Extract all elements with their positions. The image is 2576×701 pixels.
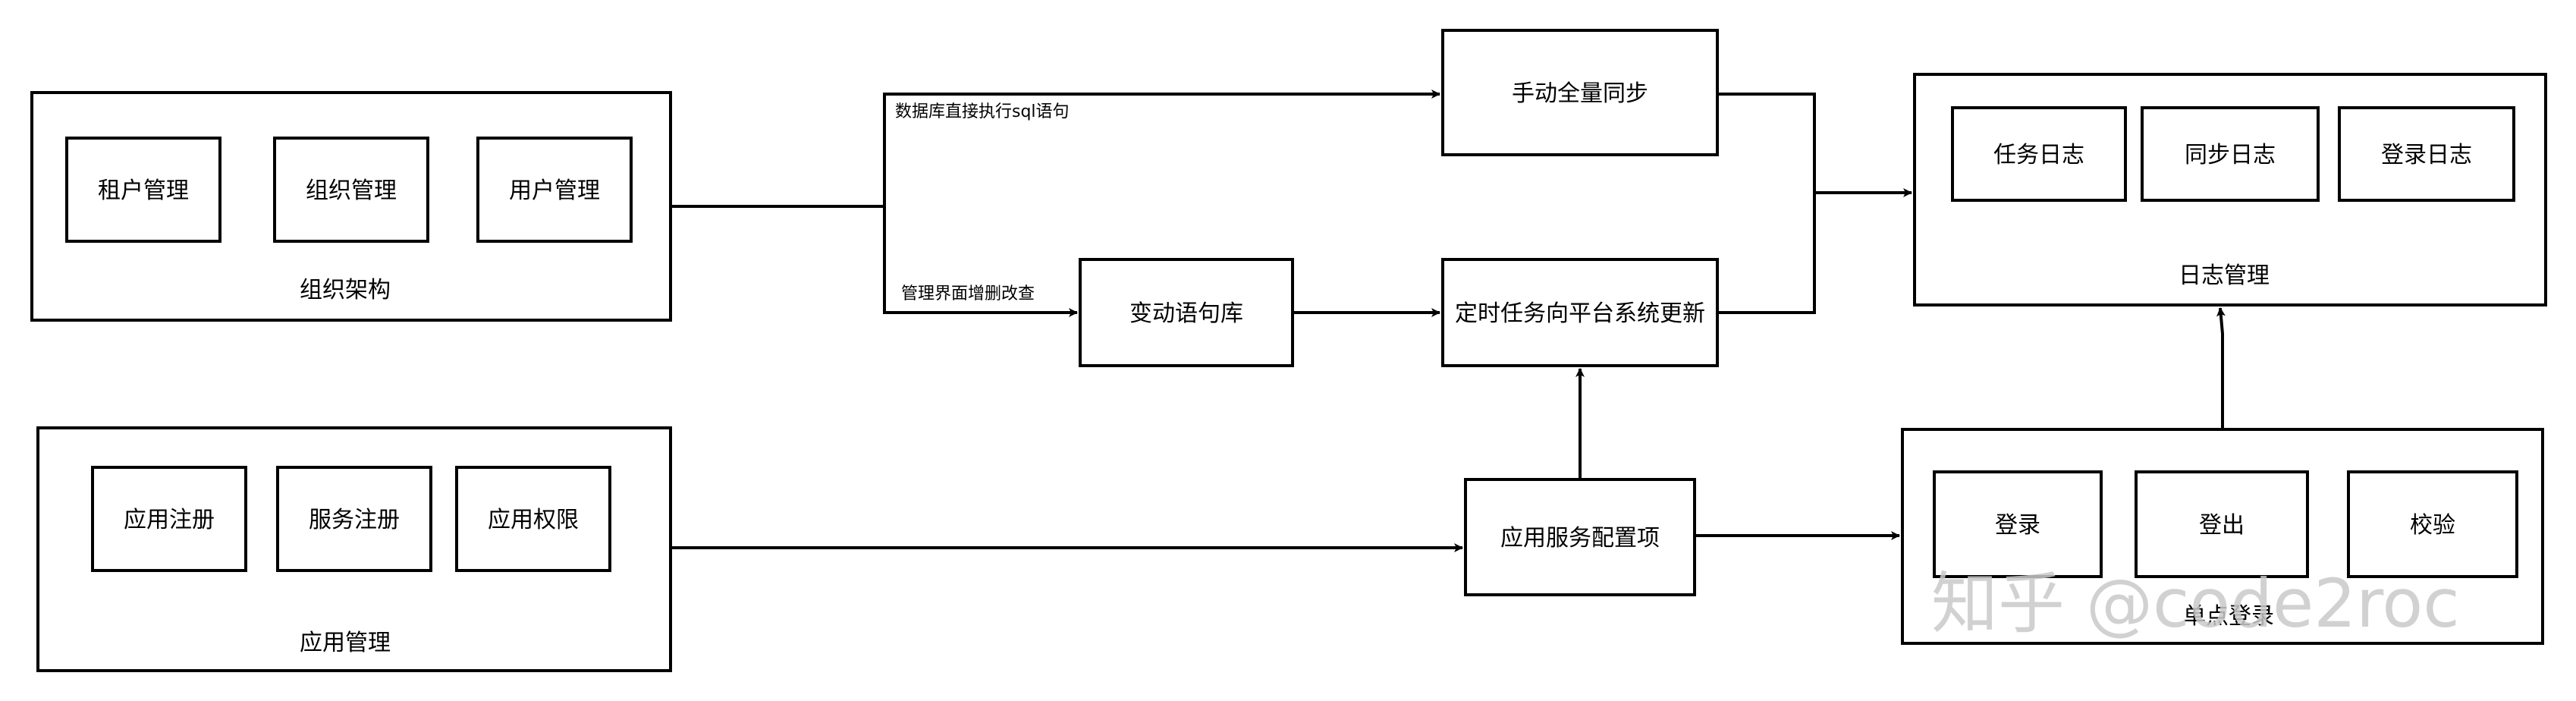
change-statement-library-label: 变动语句库 <box>1129 300 1243 327</box>
logout-label: 登出 <box>2199 512 2245 539</box>
node-change-statement-library: 变动语句库 <box>1079 258 1294 367</box>
app-management-label: 应用管理 <box>300 630 391 656</box>
edge-manual-sync-to-log <box>1717 93 1912 197</box>
node-app-permission: 应用权限 <box>455 466 611 572</box>
verify-label: 校验 <box>2410 512 2455 539</box>
group-org-structure: 组织架构 租户管理 组织管理 用户管理 <box>30 91 672 322</box>
node-verify: 校验 <box>2347 470 2518 578</box>
single-sign-on-label: 单点登录 <box>2183 603 2274 630</box>
edge-label-db-sql: 数据库直接执行sql语句 <box>895 102 1070 121</box>
node-service-register: 服务注册 <box>276 466 432 572</box>
org-structure-label: 组织架构 <box>300 277 391 303</box>
node-org-management: 组织管理 <box>273 137 429 243</box>
node-user-management: 用户管理 <box>476 137 633 243</box>
manual-full-sync-label: 手动全量同步 <box>1512 80 1648 107</box>
node-logout: 登出 <box>2135 470 2309 578</box>
app-register-label: 应用注册 <box>124 507 215 533</box>
login-label: 登录 <box>1995 512 2040 539</box>
edge-scheduled-to-log <box>1717 193 1816 314</box>
group-log-management: 日志管理 任务日志 同步日志 登录日志 <box>1913 73 2547 306</box>
node-app-service-config: 应用服务配置项 <box>1464 478 1696 596</box>
tenant-management-label: 租户管理 <box>98 178 189 204</box>
edge-label-ui-crud: 管理界面增删改查 <box>901 284 1035 303</box>
app-permission-label: 应用权限 <box>488 507 579 533</box>
org-management-label: 组织管理 <box>306 178 397 204</box>
connectors <box>671 90 2226 552</box>
edge-org-to-change-library <box>883 206 1078 317</box>
log-management-label: 日志管理 <box>2179 262 2270 289</box>
watermark: 知乎 @code2roc <box>1931 564 2460 643</box>
service-register-label: 服务注册 <box>309 507 400 533</box>
group-single-sign-on: 单点登录 登录 登出 校验 <box>1901 428 2544 645</box>
app-service-config-label: 应用服务配置项 <box>1500 525 1660 552</box>
node-tenant-management: 租户管理 <box>65 137 221 243</box>
user-management-label: 用户管理 <box>509 178 600 204</box>
group-app-management: 应用管理 应用注册 服务注册 应用权限 <box>36 426 672 672</box>
node-sync-log: 同步日志 <box>2141 106 2320 202</box>
edge-sso-to-log <box>2216 307 2226 429</box>
node-login: 登录 <box>1933 470 2103 578</box>
sync-log-label: 同步日志 <box>2185 142 2276 168</box>
scheduled-platform-update-label: 定时任务向平台系统更新 <box>1455 300 1705 327</box>
login-log-label: 登录日志 <box>2381 142 2472 168</box>
edge-org-to-manual-sync <box>671 90 1440 208</box>
node-task-log: 任务日志 <box>1951 106 2127 202</box>
node-app-register: 应用注册 <box>91 466 247 572</box>
node-login-log: 登录日志 <box>2338 106 2515 202</box>
node-manual-full-sync: 手动全量同步 <box>1441 29 1719 156</box>
node-scheduled-platform-update: 定时任务向平台系统更新 <box>1441 258 1719 367</box>
task-log-label: 任务日志 <box>1993 142 2084 168</box>
